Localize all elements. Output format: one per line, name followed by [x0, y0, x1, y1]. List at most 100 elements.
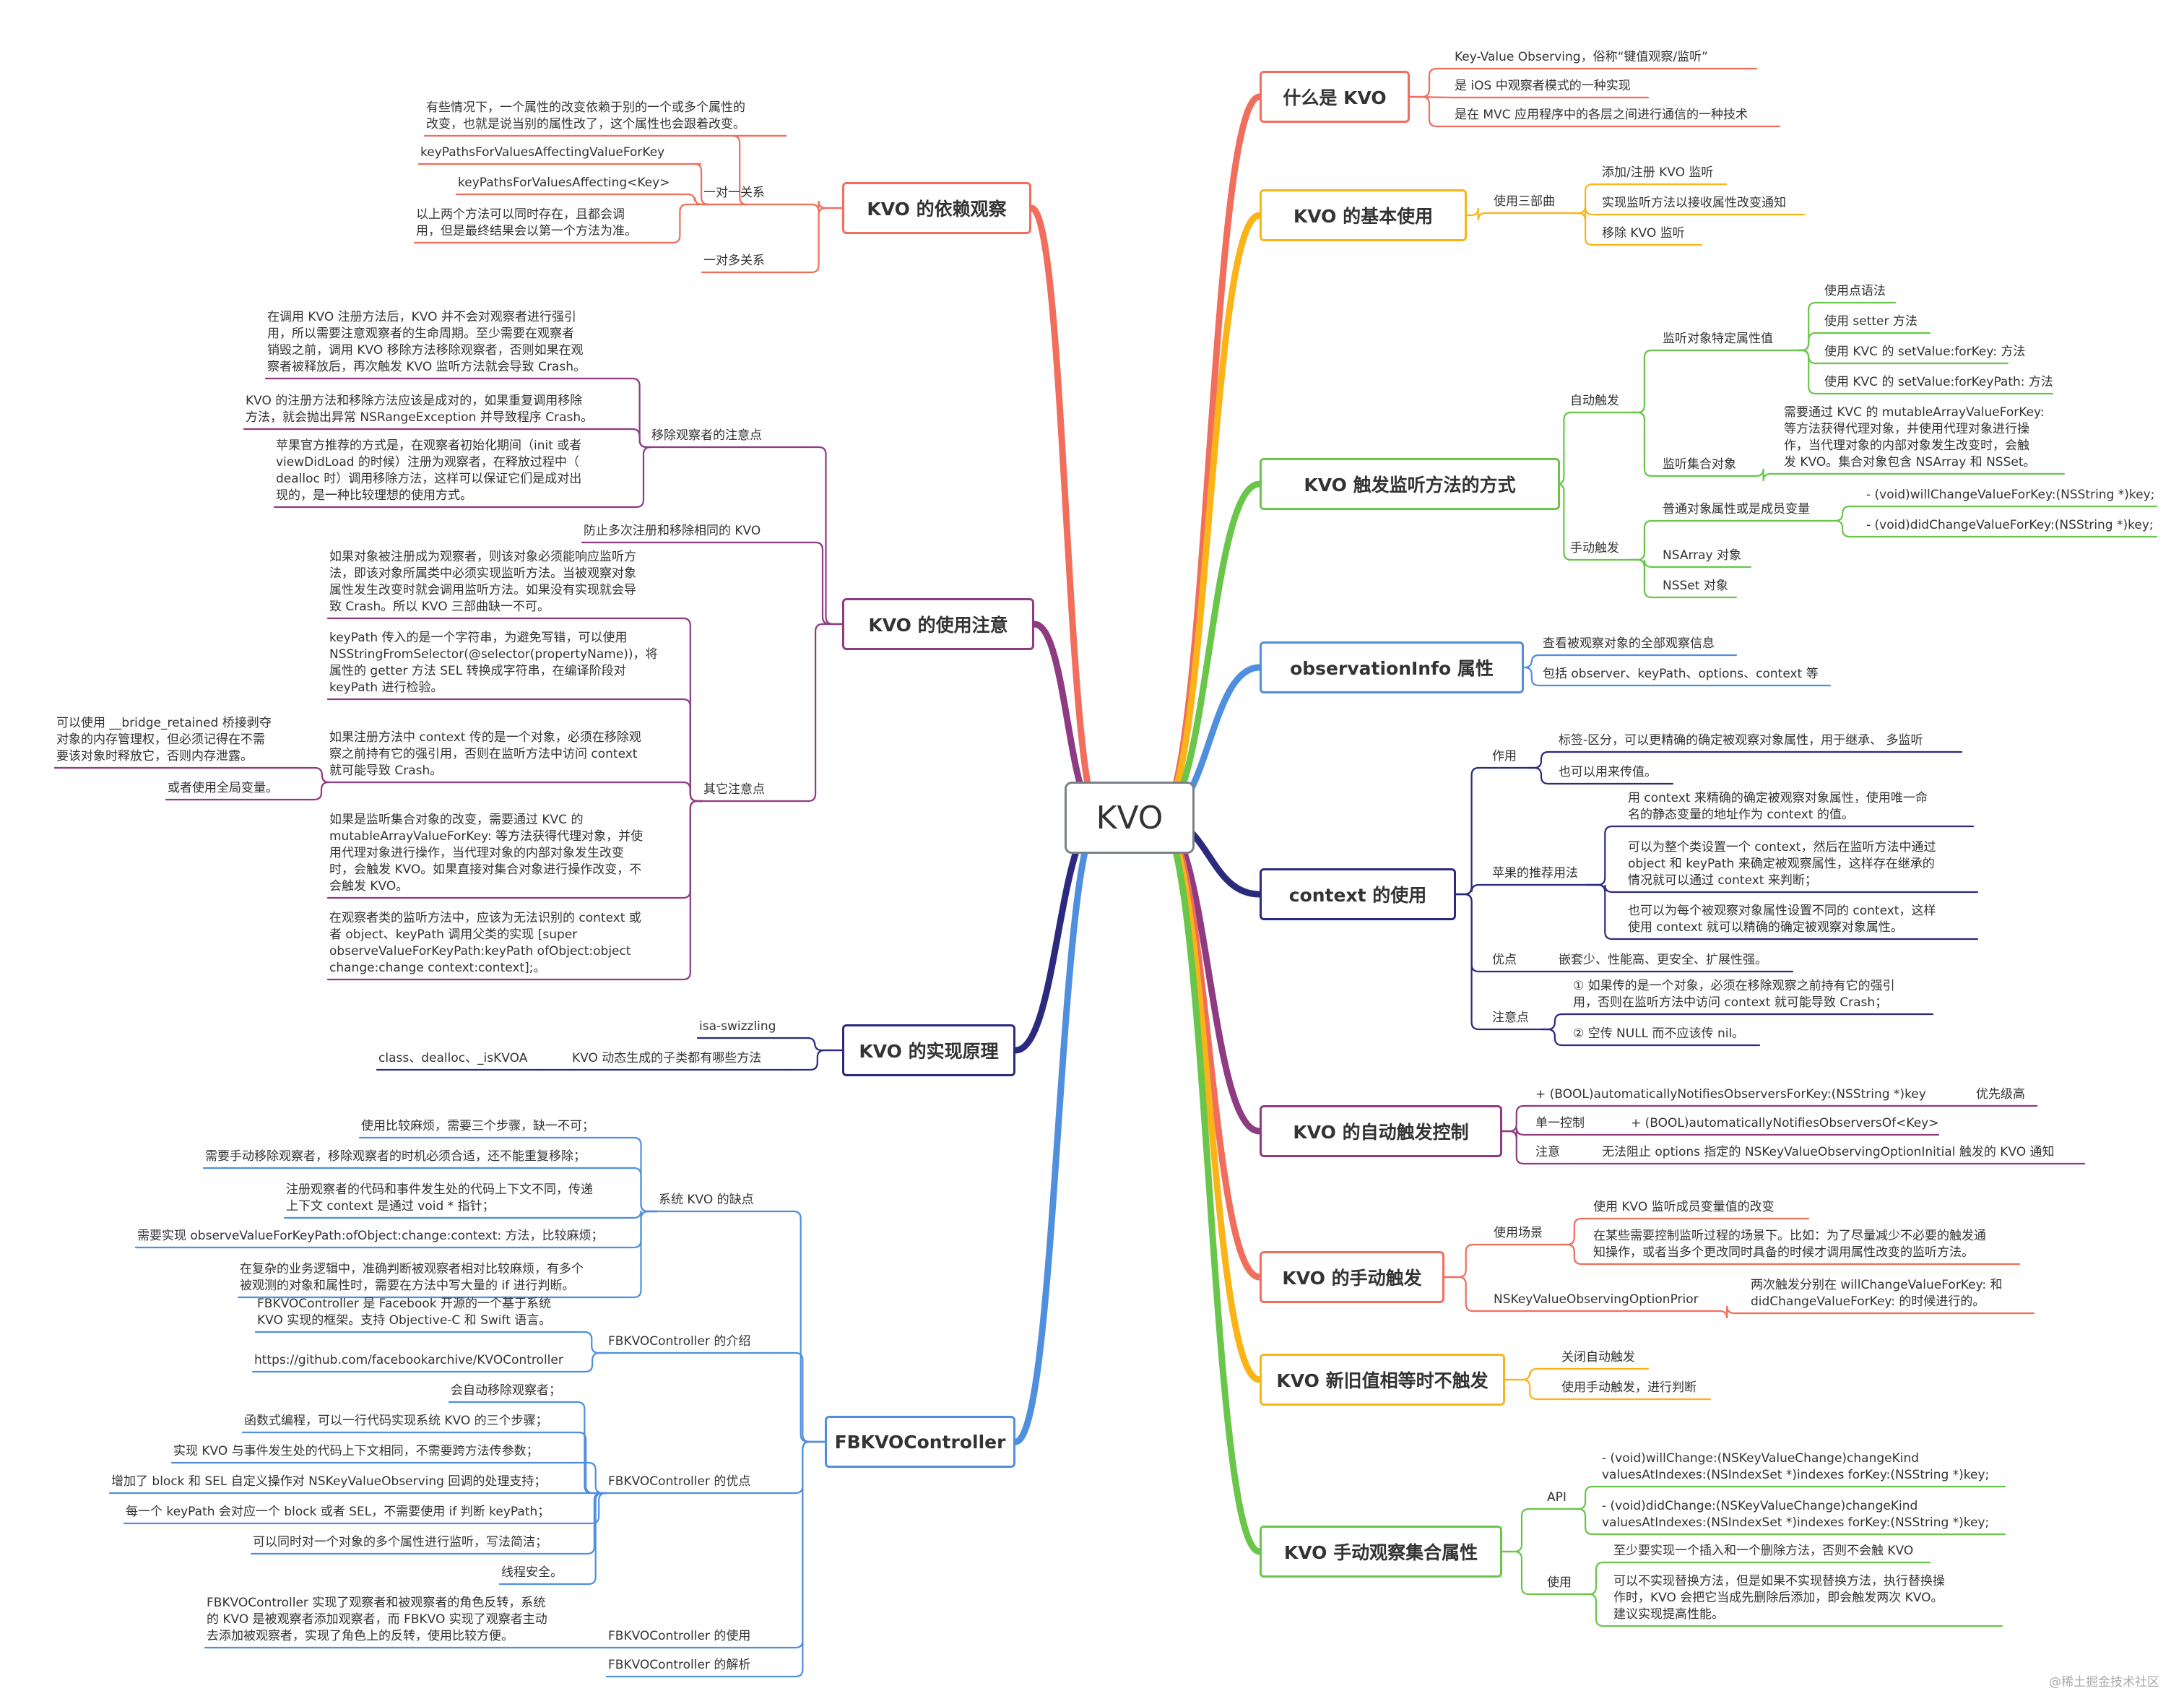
- node-label-b6_3_1[interactable]: 无法阻止 options 指定的 NSKeyValueObservingOpti…: [1602, 1145, 2055, 1159]
- node-label-b4_1[interactable]: 查看被观察对象的全部观察信息: [1543, 636, 1715, 651]
- node-label-b11_3_3_1[interactable]: 可以使用 __bridge_retained 桥接剥夺 对象的内存管理权，但必须…: [56, 716, 272, 764]
- node-label-b7_1_1[interactable]: 使用 KVO 监听成员变量值的改变: [1593, 1200, 1774, 1214]
- node-label-b13_4_1[interactable]: FBKVOController 实现了观察者和被观察者的角色反转，系统 的 KV…: [207, 1596, 547, 1643]
- node-label-b3_1_2_1[interactable]: 需要通过 KVC 的 mutableArrayValueForKey: 等方法获…: [1784, 405, 2045, 470]
- node-label-b10_1_3[interactable]: keyPathsForValuesAffecting<Key>: [458, 176, 670, 190]
- node-label-b2_1_3[interactable]: 移除 KVO 监听: [1602, 226, 1685, 241]
- node-label-b3_1_1_3[interactable]: 使用 KVC 的 setValue:forKey: 方法: [1824, 345, 2026, 359]
- node-label-b13_3_4[interactable]: 增加了 block 和 SEL 自定义操作对 NSKeyValueObservi…: [111, 1474, 547, 1489]
- node-label-b3_2[interactable]: 手动触发: [1570, 541, 1619, 555]
- node-label-b5_4_1[interactable]: ① 如果传的是一个对象，必须在移除观察之前持有它的强引 用，否则在监听方法中访问…: [1573, 979, 1895, 1010]
- node-label-b13_2_1[interactable]: FBKVOController 是 Facebook 开源的一个基于系统 KVO…: [257, 1297, 552, 1328]
- node-label-b10_2[interactable]: 一对多关系: [703, 254, 765, 268]
- branch-node-b9[interactable]: KVO 手动观察集合属性: [1260, 1526, 1502, 1578]
- node-label-b1_1[interactable]: Key-Value Observing，俗称“键值观察/监听”: [1455, 50, 1708, 64]
- node-label-b11_1_2[interactable]: KVO 的注册方法和移除方法应该是成对的，如果重复调用移除 方法，就会抛出异常 …: [246, 394, 594, 425]
- node-label-b13_3_2[interactable]: 函数式编程，可以一行代码实现系统 KVO 的三个步骤；: [244, 1414, 548, 1428]
- node-label-b6_1[interactable]: + (BOOL)automaticallyNotifiesObserversFo…: [1535, 1087, 1926, 1102]
- node-label-b13_1[interactable]: 系统 KVO 的缺点: [659, 1193, 754, 1207]
- root-node-kvo[interactable]: KVO: [1065, 782, 1195, 854]
- node-label-b12_1[interactable]: isa-swizzling: [699, 1019, 776, 1034]
- node-label-b11_3_2[interactable]: keyPath 传入的是一个字符串，为避免写错，可以使用 NSStringFro…: [329, 631, 658, 695]
- node-label-b11_1_1[interactable]: 在调用 KVO 注册方法后，KVO 并不会对观察者进行强引 用，所以需要注意观察…: [267, 310, 586, 374]
- node-label-b5_1_1[interactable]: 标签-区分，可以更精确的确定被观察对象属性，用于继承、 多监听: [1559, 733, 1923, 748]
- node-label-b5_3[interactable]: 优点: [1492, 953, 1517, 967]
- node-label-b9_2_1[interactable]: 至少要实现一个插入和一个删除方法，否则不会触 KVO: [1613, 1544, 1914, 1558]
- node-label-b11_3[interactable]: 其它注意点: [703, 782, 765, 797]
- node-label-b2_1_2[interactable]: 实现监听方法以接收属性改变通知: [1602, 196, 1786, 210]
- branch-node-b7[interactable]: KVO 的手动触发: [1260, 1251, 1444, 1303]
- node-label-b3_2_3[interactable]: NSSet 对象: [1663, 579, 1728, 593]
- branch-node-b4[interactable]: observationInfo 属性: [1260, 641, 1524, 693]
- node-label-b5_1_2[interactable]: 也可以用来传值。: [1559, 765, 1657, 779]
- node-label-b13_4[interactable]: FBKVOController 的使用: [608, 1629, 751, 1643]
- node-label-b13_1_4[interactable]: 需要实现 observeValueForKeyPath:ofObject:cha…: [137, 1229, 604, 1243]
- node-label-b13_5[interactable]: FBKVOController 的解析: [608, 1658, 751, 1672]
- node-label-b5_3_1[interactable]: 嵌套少、性能高、更安全、扩展性强。: [1559, 953, 1767, 967]
- node-label-b12_2_1[interactable]: class、dealloc、_isKVOA: [378, 1051, 528, 1065]
- node-label-b9_1[interactable]: API: [1547, 1490, 1566, 1505]
- node-label-b10_1_2[interactable]: keyPathsForValuesAffectingValueForKey: [420, 145, 665, 160]
- branch-node-b3[interactable]: KVO 触发监听方法的方式: [1260, 458, 1560, 510]
- branch-node-b11[interactable]: KVO 的使用注意: [842, 598, 1034, 650]
- branch-node-b6[interactable]: KVO 的自动触发控制: [1260, 1105, 1502, 1157]
- node-label-b3_2_1_2[interactable]: - (void)didChangeValueForKey:(NSString *…: [1866, 518, 2154, 532]
- node-label-b7_2_1[interactable]: 两次触发分别在 willChangeValueForKey: 和 didChan…: [1751, 1278, 2003, 1309]
- node-label-b5_2_2[interactable]: 可以为整个类设置一个 context，然后在监听方法中通过 object 和 k…: [1628, 840, 1936, 888]
- node-label-b5_2[interactable]: 苹果的推荐用法: [1492, 866, 1578, 881]
- branch-node-b8[interactable]: KVO 新旧值相等时不触发: [1260, 1354, 1505, 1406]
- node-label-b13_1_5[interactable]: 在复杂的业务逻辑中，准确判断被观察者相对比较麻烦，有多个 被观测的对象和属性时，…: [240, 1262, 584, 1293]
- node-label-b10_1_1[interactable]: 有些情况下，一个属性的改变依赖于别的一个或多个属性的 改变，也就是说当别的属性改…: [426, 100, 745, 131]
- node-label-b11_3_3[interactable]: 如果注册方法中 context 传的是一个对象，必须在移除观 察之前持有它的强引…: [329, 730, 641, 778]
- node-label-b9_1_1[interactable]: - (void)willChange:(NSKeyValueChange)cha…: [1602, 1451, 1990, 1482]
- node-label-b5_1[interactable]: 作用: [1492, 749, 1517, 764]
- node-label-b13_3_1[interactable]: 会自动移除观察者；: [451, 1383, 561, 1398]
- node-label-b11_1_3[interactable]: 苹果官方推荐的方式是，在观察者初始化期间（init 或者 viewDidLoad…: [276, 438, 582, 503]
- node-label-b9_2[interactable]: 使用: [1547, 1575, 1572, 1590]
- node-label-b7_1[interactable]: 使用场景: [1494, 1226, 1543, 1240]
- node-label-b12_2[interactable]: KVO 动态生成的子类都有哪些方法: [572, 1051, 762, 1065]
- node-label-b5_2_3[interactable]: 也可以为每个被观察对象属性设置不同的 context，这样 使用 context…: [1628, 904, 1936, 935]
- node-label-b3_2_1_1[interactable]: - (void)willChangeValueForKey:(NSString …: [1866, 488, 2155, 502]
- node-label-b3_2_2[interactable]: NSArray 对象: [1663, 548, 1742, 563]
- node-label-b11_1[interactable]: 移除观察者的注意点: [651, 428, 762, 443]
- node-label-b11_3_5[interactable]: 在观察者类的监听方法中，应该为无法识别的 context 或 者 object、…: [329, 911, 641, 975]
- node-label-b9_1_2[interactable]: - (void)didChange:(NSKeyValueChange)chan…: [1602, 1499, 1990, 1530]
- node-label-b8_2[interactable]: 使用手动触发，进行判断: [1561, 1380, 1696, 1395]
- branch-node-b2[interactable]: KVO 的基本使用: [1260, 189, 1467, 241]
- node-label-b13_1_3[interactable]: 注册观察者的代码和事件发生处的代码上下文不同，传递 上下文 context 是通…: [286, 1182, 593, 1214]
- node-label-b3_1_1_2[interactable]: 使用 setter 方法: [1824, 314, 1918, 329]
- node-label-b3_1_1_1[interactable]: 使用点语法: [1824, 284, 1886, 298]
- node-label-b1_2[interactable]: 是 iOS 中观察者模式的一种实现: [1455, 79, 1631, 93]
- node-label-b11_3_3_2[interactable]: 或者使用全局变量。: [168, 781, 278, 795]
- node-label-b13_3[interactable]: FBKVOController 的优点: [608, 1474, 751, 1489]
- branch-node-b13[interactable]: FBKVOController: [825, 1416, 1015, 1468]
- node-label-b3_1_2[interactable]: 监听集合对象: [1663, 457, 1736, 472]
- node-label-b9_2_2[interactable]: 可以不实现替换方法，但是如果不实现替换方法，执行替换操 作时，KVO 会把它当成…: [1613, 1574, 1945, 1622]
- node-label-b13_2[interactable]: FBKVOController 的介绍: [608, 1334, 751, 1349]
- node-label-b6_3[interactable]: 注意: [1535, 1145, 1560, 1159]
- node-label-b3_1[interactable]: 自动触发: [1570, 394, 1619, 408]
- node-label-b1_3[interactable]: 是在 MVC 应用程序中的各层之间进行通信的一种技术: [1455, 108, 1748, 122]
- node-label-b2_1_1[interactable]: 添加/注册 KVO 监听: [1602, 165, 1714, 180]
- node-label-b13_3_6[interactable]: 可以同时对一个对象的多个属性进行监听，写法简洁；: [253, 1535, 547, 1549]
- node-label-b10_1_4[interactable]: 以上两个方法可以同时存在，且都会调 用，但是最终结果会以第一个方法为准。: [416, 207, 637, 238]
- branch-node-b12[interactable]: KVO 的实现原理: [842, 1024, 1015, 1076]
- node-label-b5_4_2[interactable]: ② 空传 NULL 而不应该传 nil。: [1573, 1026, 1745, 1041]
- node-label-b13_1_1[interactable]: 使用比较麻烦，需要三个步骤，缺一不可；: [361, 1119, 594, 1133]
- node-label-b6_2_1[interactable]: + (BOOL)automaticallyNotifiesObserversOf…: [1631, 1116, 1939, 1130]
- node-label-b10_1[interactable]: 一对一关系: [703, 186, 765, 200]
- node-label-b5_4[interactable]: 注意点: [1492, 1011, 1529, 1025]
- node-label-b13_3_5[interactable]: 每一个 keyPath 会对应一个 block 或者 SEL，不需要使用 if …: [126, 1505, 550, 1519]
- node-label-b8_1[interactable]: 关闭自动触发: [1561, 1350, 1635, 1365]
- node-label-b7_2[interactable]: NSKeyValueObservingOptionPrior: [1494, 1292, 1699, 1307]
- node-label-b11_2[interactable]: 防止多次注册和移除相同的 KVO: [584, 524, 761, 538]
- node-label-b4_2[interactable]: 包括 observer、keyPath、options、context 等: [1543, 667, 1819, 681]
- node-label-b13_1_2[interactable]: 需要手动移除观察者，移除观察者的时机必须合适，还不能重复移除；: [205, 1149, 586, 1164]
- branch-node-b5[interactable]: context 的使用: [1260, 868, 1456, 920]
- node-label-b5_2_1[interactable]: 用 context 来精确的确定被观察对象属性，使用唯一命 名的静态变量的地址作…: [1628, 791, 1928, 822]
- node-label-b3_1_1[interactable]: 监听对象特定属性值: [1663, 332, 1773, 346]
- node-label-b13_3_7[interactable]: 线程安全。: [501, 1565, 563, 1580]
- node-label-b3_1_1_4[interactable]: 使用 KVC 的 setValue:forKeyPath: 方法: [1824, 375, 2053, 389]
- branch-node-b10[interactable]: KVO 的依赖观察: [842, 182, 1031, 234]
